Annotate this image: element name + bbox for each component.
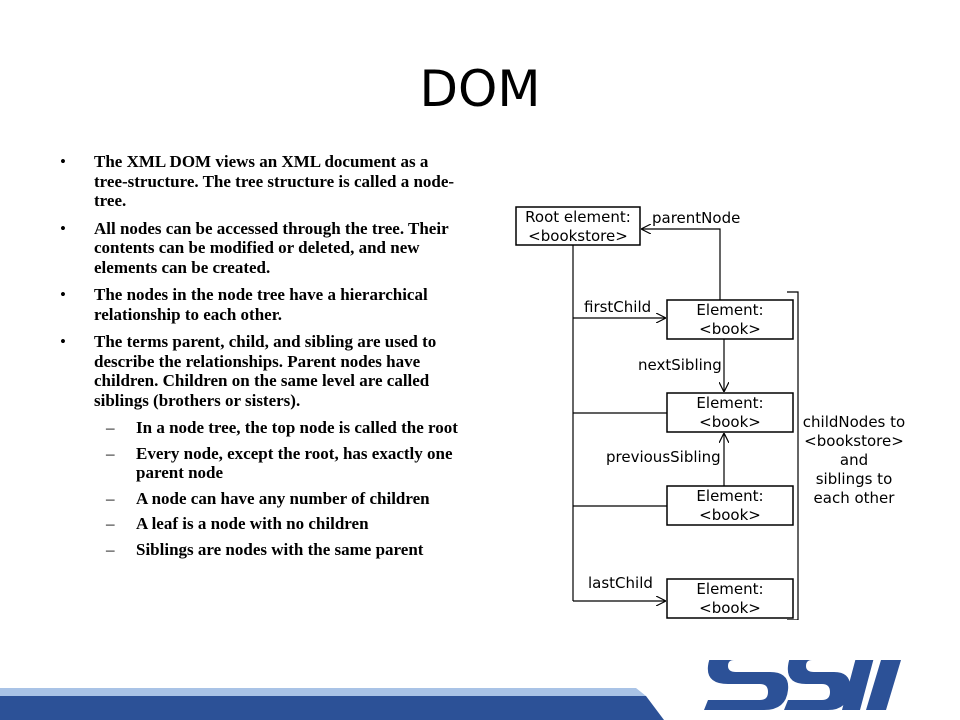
last-child-label: lastChild	[588, 574, 653, 592]
first-child-label: firstChild	[584, 298, 651, 316]
sub-bullet-marker: –	[106, 418, 115, 437]
sub-bullet-text: Every node, except the root, has exactly…	[136, 443, 453, 483]
bullet-text: All nodes can be accessed through the tr…	[94, 218, 449, 277]
element-box-line2: <book>	[699, 599, 761, 617]
sub-bullet-item: – In a node tree, the top node is called …	[60, 418, 460, 438]
element-box-line2: <book>	[699, 413, 761, 431]
element-box	[666, 485, 794, 526]
sub-bullet-item: – A node can have any number of children	[60, 489, 460, 509]
company-logo	[704, 660, 901, 710]
sub-bullet-text: A node can have any number of children	[136, 488, 430, 508]
sub-bullet-text: A leaf is a node with no children	[136, 514, 369, 533]
element-box-line1: Element:	[696, 301, 763, 319]
previous-sibling-label: previousSibling	[606, 448, 721, 466]
child-nodes-caption-3: and	[840, 451, 868, 469]
sub-bullet-text: In a node tree, the top node is called t…	[136, 418, 458, 437]
root-element-box	[515, 206, 641, 246]
sub-bullet-item: – Every node, except the root, has exactl…	[60, 444, 460, 483]
bullet-item: • All nodes can be accessed through the t…	[60, 219, 460, 278]
bullet-marker: •	[60, 332, 66, 351]
sub-bullet-marker: –	[106, 514, 115, 533]
sub-bullet-item: – Siblings are nodes with the same parent	[60, 540, 460, 560]
node-tree-diagram: Root element: <bookstore> Element: <book…	[515, 206, 905, 620]
bullet-text: The terms parent, child, and sibling are…	[94, 332, 437, 410]
root-box-line1: Root element:	[525, 208, 631, 226]
slide-title: DOM	[419, 60, 541, 118]
footer-dark-stripe	[0, 696, 664, 720]
sub-bullet-marker: –	[106, 488, 115, 508]
element-box	[666, 578, 794, 619]
child-nodes-bracket	[787, 291, 799, 620]
child-nodes-caption-1: childNodes to	[803, 413, 905, 431]
bullet-item: • The XML DOM views an XML document as a …	[60, 152, 460, 211]
element-box-line1: Element:	[696, 580, 763, 598]
bullet-text: The nodes in the node tree have a hierar…	[94, 285, 428, 324]
bullet-item: • The terms parent, child, and sibling ar…	[60, 332, 460, 410]
root-box-line2: <bookstore>	[528, 227, 628, 245]
footer-light-stripe	[0, 688, 646, 696]
slide-content: • The XML DOM views an XML document as a …	[60, 152, 460, 565]
sub-bullet-marker: –	[106, 443, 115, 463]
bullet-marker: •	[60, 285, 66, 304]
sub-bullet-marker: –	[106, 539, 115, 559]
sub-bullet-item: – A leaf is a node with no children	[60, 514, 460, 534]
element-box-line1: Element:	[696, 394, 763, 412]
bullet-text: The XML DOM views an XML document as a t…	[94, 152, 455, 210]
bullet-marker: •	[60, 218, 66, 238]
element-box	[666, 392, 794, 433]
child-nodes-caption-5: each other	[814, 489, 896, 507]
next-sibling-label: nextSibling	[638, 356, 722, 374]
parent-node-label: parentNode	[652, 209, 740, 227]
element-box-line2: <book>	[699, 320, 761, 338]
element-box-line2: <book>	[699, 506, 761, 524]
footer-band	[0, 660, 901, 720]
element-box-line1: Element:	[696, 487, 763, 505]
parent-node-arrow	[642, 229, 721, 300]
child-nodes-caption-2: <bookstore>	[804, 432, 904, 450]
sub-bullet-text: Siblings are nodes with the same parent	[136, 539, 424, 559]
bullet-item: • The nodes in the node tree have a hiera…	[60, 285, 460, 324]
bullet-marker: •	[60, 152, 66, 171]
child-nodes-caption-4: siblings to	[816, 470, 893, 488]
element-box	[666, 299, 794, 340]
